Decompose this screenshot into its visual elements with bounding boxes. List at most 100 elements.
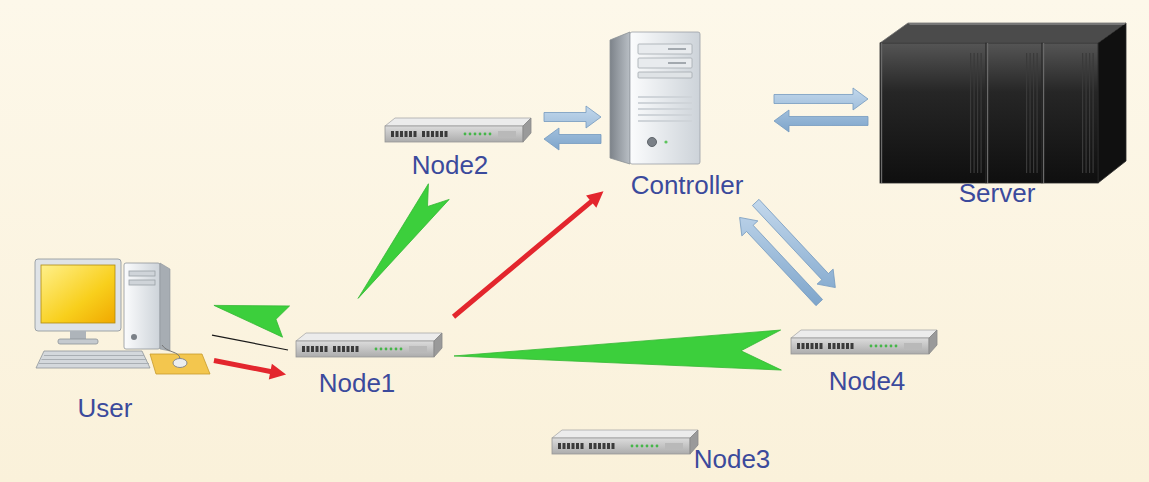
switch-icon-part (409, 131, 412, 137)
request-arrow (452, 191, 604, 318)
forward-arrow (214, 305, 290, 337)
switch-icon-part (636, 445, 639, 448)
switch-icon-part (603, 443, 606, 449)
switch-icon-part (320, 346, 323, 352)
switch-node: Node4 (783, 298, 943, 400)
switch-icon-part (791, 338, 929, 354)
switch-icon-part (837, 343, 840, 349)
switch-icon-part (427, 131, 430, 137)
edge-group (212, 88, 868, 379)
node-label: Server (959, 178, 1036, 208)
switch-icon-part (351, 346, 354, 352)
switch-icon-part (333, 346, 336, 352)
switch-icon-part (400, 348, 403, 351)
server-icon-part (977, 53, 978, 173)
switch-icon-part (811, 343, 814, 349)
switch-icon-part (552, 430, 698, 454)
user-icon-part (160, 263, 170, 351)
switch-icon-part (474, 133, 477, 136)
switch-icon-part (395, 348, 398, 351)
server-icon-part (1043, 43, 1044, 183)
switch-node: Node3 (545, 424, 777, 478)
server-icon-part (970, 53, 971, 173)
switch-icon-part (464, 133, 467, 136)
switch-icon-part (904, 343, 922, 349)
user-icon-part (44, 355, 144, 356)
server-icon-part (1037, 53, 1038, 173)
switch-icon-part (880, 345, 883, 348)
server-icon-part (974, 53, 975, 173)
switch-icon-part (390, 348, 393, 351)
switch-icon-part (400, 131, 403, 137)
switch-icon-part (385, 348, 388, 351)
switch-icon-part (576, 443, 579, 449)
server-icon-part (880, 43, 986, 183)
server-icon-part (1086, 53, 1087, 173)
switch-icon-part (846, 343, 849, 349)
switch-icon-part (311, 346, 314, 352)
control-arrows (544, 106, 601, 150)
switch-icon-part (665, 443, 683, 449)
switch-icon-part (802, 343, 805, 349)
switch-icon-part (885, 345, 888, 348)
switch-icon-part (820, 343, 823, 349)
user-icon (30, 255, 211, 375)
switch-icon-part (484, 133, 487, 136)
controller-icon-part (638, 120, 692, 122)
cable-line (212, 335, 288, 350)
switch-icon-part (469, 133, 472, 136)
switch-icon-part (405, 131, 408, 137)
server-icon-part (881, 43, 882, 183)
switch-icon-part (589, 443, 592, 449)
server-icon-part (1093, 53, 1094, 173)
switch-icon-part (929, 330, 937, 354)
server-icon (880, 23, 1127, 184)
switch-icon-part (612, 443, 615, 449)
switch-icon-part (828, 343, 831, 349)
switch-icon-part (523, 118, 531, 142)
control-arrows (774, 88, 868, 132)
server-icon-part (1082, 53, 1083, 173)
node-label: Node4 (829, 366, 906, 396)
server-node: Server (872, 18, 1134, 210)
controller-icon-part (668, 48, 686, 50)
user-icon-part (35, 259, 121, 331)
switch-icon-part (870, 345, 873, 348)
switch-icon-part (552, 438, 690, 454)
switch-icon-part (646, 445, 649, 448)
switch-icon-part (572, 443, 575, 449)
switch-icon-part (581, 443, 584, 449)
user-icon-part (124, 263, 160, 349)
user-icon-part (42, 359, 147, 360)
controller-icon-part (664, 140, 667, 143)
switch-icon-part (552, 430, 698, 438)
switch-icon-part (316, 346, 319, 352)
switch-icon-part (656, 445, 659, 448)
switch-icon-part (631, 445, 634, 448)
server-icon-part (908, 23, 1126, 25)
server-icon-part (1042, 43, 1098, 183)
switch-icon-part (851, 343, 854, 349)
switch-icon-part (791, 330, 937, 338)
user-icon-part (39, 363, 149, 364)
switch-icon (791, 330, 938, 355)
server-icon-part (987, 43, 988, 183)
switch-icon-part (347, 346, 350, 352)
switch-icon-part (563, 443, 566, 449)
controller-icon-part (638, 114, 692, 116)
switch-icon-part (445, 131, 448, 137)
node-label: Node1 (319, 368, 396, 398)
switch-icon-part (375, 348, 378, 351)
switch-icon-part (651, 445, 654, 448)
user-icon-part (41, 265, 115, 323)
user-icon-part (131, 334, 137, 340)
user-icon-part (129, 271, 155, 276)
controller-icon (610, 30, 701, 165)
switch-icon-part (806, 343, 809, 349)
switch-icon-part (385, 126, 523, 142)
switch-icon-part (607, 443, 610, 449)
switch-icon-part (567, 443, 570, 449)
server-icon-part (1026, 53, 1027, 173)
user-icon-part (162, 345, 180, 359)
server-icon-part (981, 53, 982, 173)
